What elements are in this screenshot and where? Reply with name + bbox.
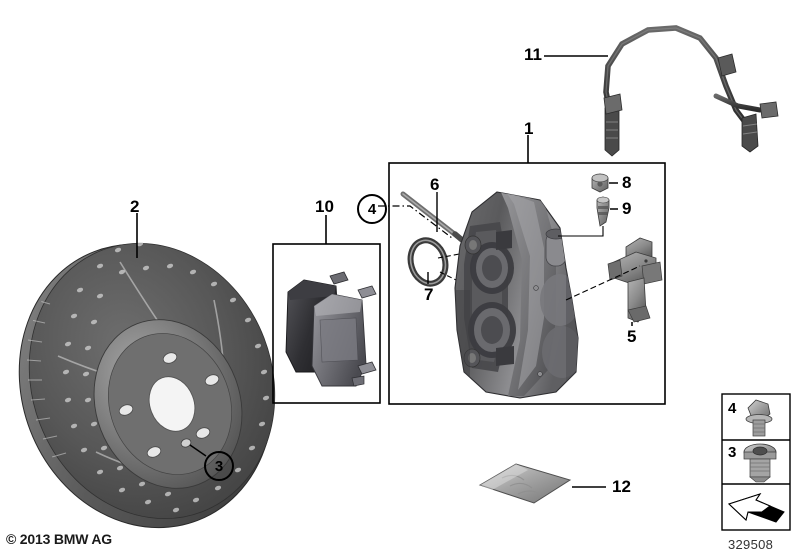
callout-1: 1 <box>524 119 534 138</box>
brake-pad-set <box>285 271 377 387</box>
callout-5: 5 <box>627 327 637 346</box>
brake-disc-rotor <box>18 239 276 529</box>
pad-retaining-spring-clip <box>607 237 663 323</box>
leader-line-9b <box>558 226 604 237</box>
legend-number-4: 4 <box>728 400 737 417</box>
hex-flange-bolt-icon <box>745 399 773 437</box>
lubricant-sachet <box>478 463 572 504</box>
callout-2: 2 <box>130 197 140 216</box>
guide-pin <box>400 191 471 248</box>
leader-line-3 <box>189 444 207 457</box>
copyright-notice: © 2013 BMW AG <box>6 531 112 547</box>
brake-pad-wear-sensor <box>603 25 779 157</box>
rotor-retaining-screw-hole <box>180 438 192 448</box>
socket-head-bolt-icon <box>743 443 777 483</box>
caliper-assembly-box <box>388 162 666 405</box>
callout-11: 11 <box>524 45 542 64</box>
callout-10: 10 <box>315 197 334 216</box>
bleeder-screw <box>596 196 610 227</box>
legend-number-3: 3 <box>728 444 737 461</box>
callout-9: 9 <box>622 199 632 218</box>
leader-line-4 <box>378 205 453 239</box>
callout-8: 8 <box>622 173 632 192</box>
callout-4: 4 <box>357 194 387 224</box>
brake-caliper-body <box>454 191 579 399</box>
diagram-number: 329508 <box>728 537 774 552</box>
bleeder-cap <box>591 173 609 193</box>
sealing-ring <box>407 237 449 287</box>
callout-12: 12 <box>612 477 631 496</box>
callout-7: 7 <box>424 285 434 304</box>
legend-box <box>721 393 791 531</box>
arrow-icon <box>727 492 785 523</box>
callout-6: 6 <box>430 175 440 194</box>
leader-line-5b <box>565 265 641 301</box>
callout-3: 3 <box>204 451 234 481</box>
